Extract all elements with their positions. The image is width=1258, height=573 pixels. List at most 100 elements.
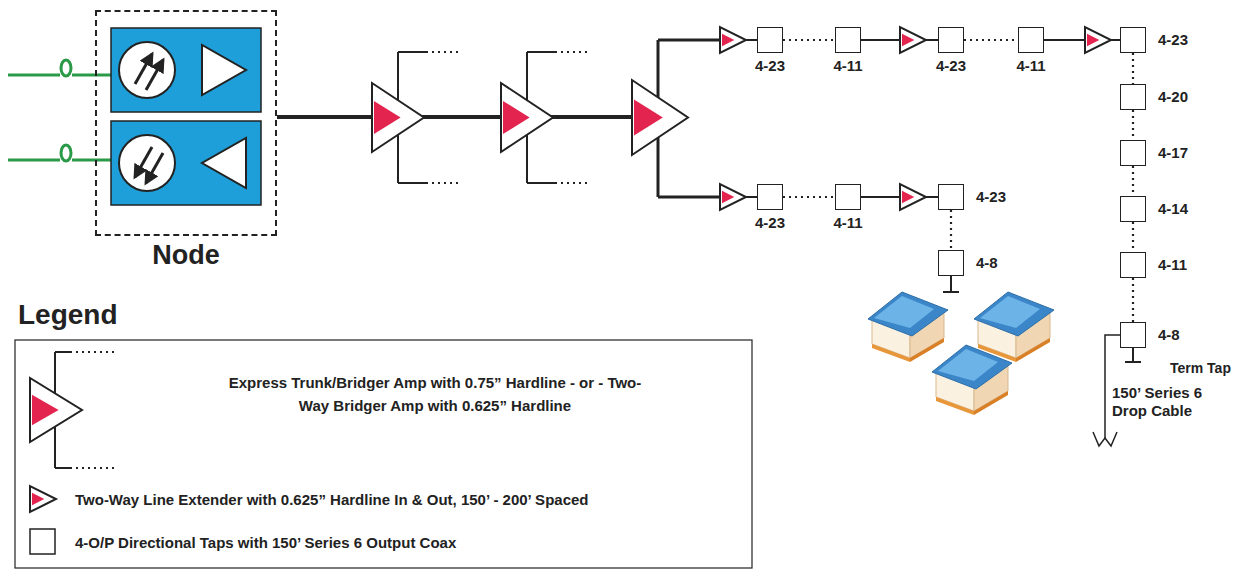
tap-connector [1132, 110, 1134, 140]
tap-node: 4-23 [757, 27, 783, 53]
tap-node: 4-8 [938, 250, 964, 276]
house-roof-highlight [938, 349, 998, 381]
bridger-leg [527, 182, 557, 184]
tap-sample [30, 529, 55, 554]
tap-value: 4-23 [976, 188, 1006, 205]
terminator [943, 291, 959, 293]
amplifier-symbol [202, 45, 246, 95]
tap-connector [783, 39, 835, 41]
feeder-cable [926, 196, 938, 198]
tap-box [938, 27, 964, 53]
amplifier-symbol [202, 138, 246, 188]
line-extender-core [722, 34, 734, 46]
line-extender-core [722, 191, 734, 203]
tap-connector [1132, 53, 1134, 84]
tap-connector [1132, 222, 1134, 252]
fiber-line [72, 74, 112, 77]
feeder-cable [861, 196, 900, 198]
tap-value: 4-14 [1158, 200, 1188, 217]
bridger-continuation [561, 182, 590, 184]
drop-cable-end [1093, 432, 1117, 446]
tap-value: 4-11 [1158, 256, 1187, 273]
fiber-loop [61, 145, 71, 161]
tap-box [835, 184, 861, 210]
feeder-cable [746, 196, 757, 198]
tap-box [757, 184, 783, 210]
house-base [872, 344, 910, 362]
tap-value: 4-8 [976, 254, 998, 271]
bridger-amp-core [634, 100, 663, 136]
tap-box [1120, 27, 1146, 53]
tap-value: 4-23 [1158, 31, 1188, 48]
tap-value: 4-11 [833, 214, 862, 231]
trunk-amp-core [503, 101, 530, 134]
bridger-leg [398, 182, 428, 184]
optical-detector [119, 135, 175, 191]
bridger-leg [55, 467, 72, 469]
tap-value: 4-20 [1158, 88, 1188, 105]
house-roof-highlight [980, 296, 1040, 328]
tap-node: 4-23 [938, 27, 964, 53]
house-roof [868, 292, 948, 336]
trunk-cable [277, 115, 632, 119]
line-extender-core [902, 34, 914, 46]
tap-node: 4-17 [1120, 140, 1146, 166]
feeder-cable [746, 39, 757, 41]
legend-text: Two-Way Line Extender with 0.625” Hardli… [75, 489, 588, 512]
node-label: Node [152, 240, 220, 271]
trunk-amp-sample-core [32, 395, 59, 426]
optical-module [111, 28, 261, 112]
line-extender [720, 27, 746, 53]
tap-box [835, 27, 861, 53]
tap-node: 4-14 [1120, 196, 1146, 222]
optical-detector [119, 42, 175, 98]
fiber-line [72, 159, 112, 162]
trunk-amp [501, 83, 553, 152]
house-base [936, 397, 974, 415]
tap-value: 4-8 [1158, 326, 1180, 343]
node-outline [95, 10, 277, 236]
optical-module [111, 121, 261, 205]
legend-text: Express Trunk/Bridger Amp with 0.75” Har… [215, 372, 655, 417]
line-extender-sample-core [32, 493, 44, 505]
terminator [1125, 361, 1141, 363]
node-housing: Node [95, 10, 277, 236]
feeder-cable [658, 196, 720, 199]
fiber-line [8, 159, 60, 162]
legend-box [15, 340, 752, 568]
tap-value: 4-11 [1016, 57, 1045, 74]
annotation: 150’ Series 6 Drop Cable [1112, 384, 1232, 420]
bridger-leg [527, 51, 557, 53]
annotation: Term Tap [1170, 360, 1231, 377]
feeder-cable [658, 39, 720, 42]
tap-connector [783, 196, 835, 198]
tap-connector [964, 39, 1018, 41]
tap-box [757, 27, 783, 53]
tap-node: 4-23 [1120, 27, 1146, 53]
fiber-line [8, 74, 60, 77]
house-roof [932, 345, 1012, 389]
tap-value: 4-23 [755, 57, 785, 74]
tap-box [938, 184, 964, 210]
line-extender [900, 27, 926, 53]
tap-value: 4-23 [936, 57, 966, 74]
terminator [1132, 348, 1134, 362]
house-roof [974, 292, 1054, 336]
bridger-leg [55, 351, 72, 353]
tap-value: 4-17 [1158, 144, 1188, 161]
tap-box [1120, 196, 1146, 222]
tap-node: 4-11 [1120, 252, 1146, 278]
house-base [910, 338, 944, 362]
tap-node: 4-23 [757, 184, 783, 210]
line-extender-core [1087, 34, 1099, 46]
line-extender [900, 184, 926, 210]
line-extender [1085, 27, 1111, 53]
fiber-loop [61, 60, 71, 76]
bridger-continuation [76, 467, 115, 469]
optical-arrow [135, 54, 152, 84]
feeder-cable [861, 39, 900, 41]
optical-arrow [135, 147, 152, 177]
